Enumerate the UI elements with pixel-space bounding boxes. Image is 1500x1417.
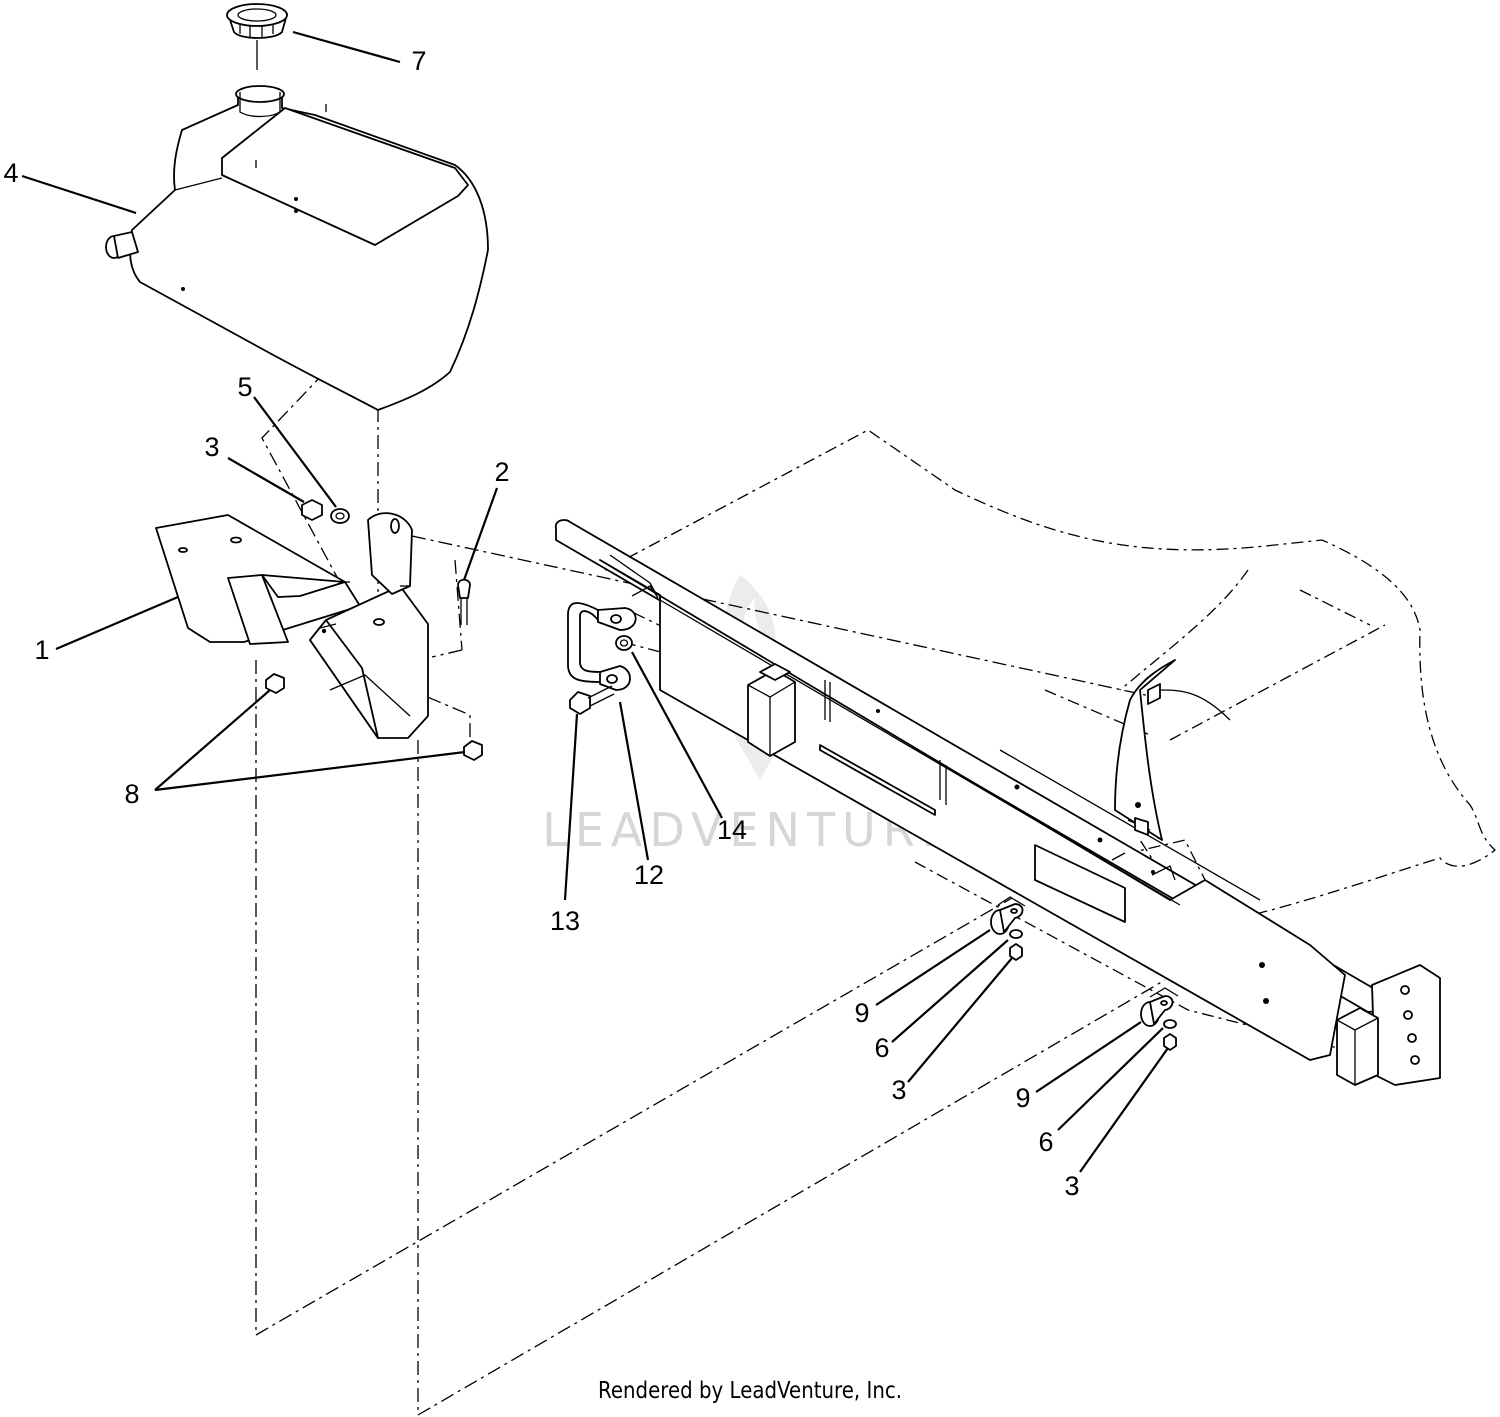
frame-rear-plate	[1336, 964, 1441, 1086]
fuel-cap	[226, 3, 288, 70]
callout-6: 6	[1038, 1127, 1053, 1157]
rendered-by-footer: Rendered by LeadVenture, Inc.	[597, 1378, 903, 1404]
callout-5: 5	[237, 372, 252, 402]
callout-3: 3	[1064, 1171, 1079, 1201]
hardware-nut-3	[301, 499, 323, 521]
callout-12: 12	[634, 860, 664, 890]
leader-lines	[21, 30, 1169, 1173]
callout-6: 6	[874, 1033, 889, 1063]
callout-13: 13	[550, 906, 580, 936]
callout-7: 7	[411, 46, 426, 76]
callout-3: 3	[891, 1075, 906, 1105]
callout-4: 4	[3, 158, 18, 188]
callout-8: 8	[124, 779, 139, 809]
callout-3: 3	[204, 432, 219, 462]
callout-1: 1	[34, 635, 49, 665]
callout-labels: 7 4 5 3 2 1 8 13 12 14 9 6 3 9 6 3	[3, 46, 1079, 1201]
tank-bracket	[155, 512, 429, 739]
hardware-screw-2	[457, 578, 471, 625]
lower-bracket-right	[1140, 987, 1179, 1051]
fuel-tank	[105, 85, 489, 411]
hardware-nut-8a	[265, 673, 285, 694]
tank-fitting	[105, 231, 139, 259]
phantom-lines	[255, 371, 1497, 1416]
frame-beam	[554, 519, 1389, 1061]
lower-bracket-left	[990, 896, 1026, 961]
callout-9: 9	[854, 998, 869, 1028]
u-bolt-assembly	[567, 602, 637, 715]
callout-2: 2	[494, 457, 509, 487]
hardware-nut-8b	[463, 740, 483, 761]
fender	[1114, 659, 1231, 841]
callout-9: 9	[1015, 1083, 1030, 1113]
callout-14: 14	[717, 815, 747, 845]
hardware-washer-5	[330, 508, 350, 524]
